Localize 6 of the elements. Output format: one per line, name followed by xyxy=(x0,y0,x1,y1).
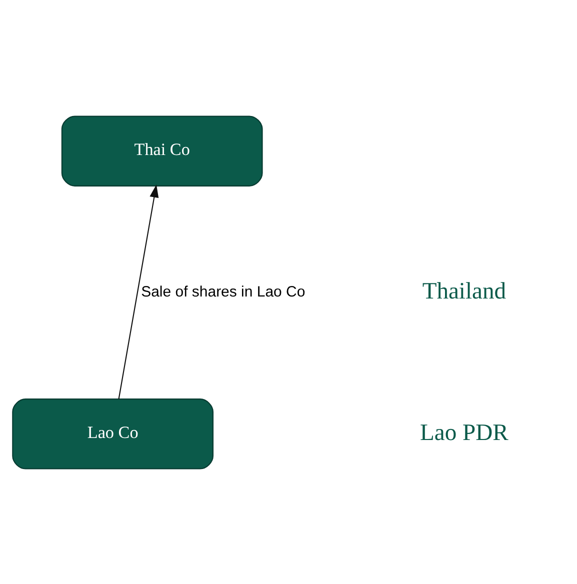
node-box: Thai Co xyxy=(61,115,263,186)
label: Thailand xyxy=(422,278,506,304)
arrow xyxy=(118,184,159,399)
label: Lao PDR xyxy=(420,419,508,446)
node-box: Lao Co xyxy=(12,398,214,469)
edge-label: Sale of shares in Lao Co xyxy=(141,282,306,300)
